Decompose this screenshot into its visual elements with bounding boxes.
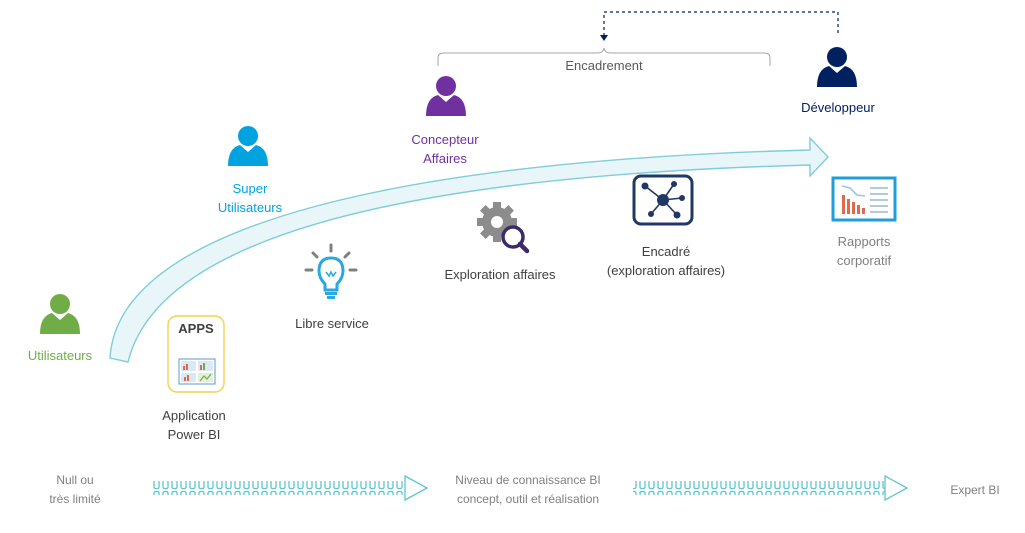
encadrement-label: Encadrement (565, 58, 643, 73)
report-chart-icon (831, 176, 897, 222)
apps-icon (167, 315, 225, 393)
exploration-affaires-label: Exploration affaires (444, 267, 556, 282)
lightbulb-icon (304, 243, 358, 299)
apps-badge-label: APPS (178, 321, 214, 336)
utilisateurs-person-icon (40, 294, 80, 334)
network-icon (632, 174, 694, 226)
application-power-bi-label: Application Power BI (162, 408, 226, 442)
super-utilisateurs-label: Super Utilisateurs (217, 181, 283, 215)
concepteur-person-icon (426, 76, 466, 116)
scale-middle-label: Niveau de connaissance BI concept, outil… (455, 473, 601, 506)
developpeur-label: Développeur (801, 100, 875, 115)
super-utilisateurs-person-icon (228, 126, 268, 166)
scale-arrow-left (153, 474, 429, 502)
scale-left-label: Null ou très limité (49, 473, 101, 506)
libre-service-label: Libre service (295, 316, 369, 331)
gear-search-icon (477, 202, 530, 254)
scale-arrow-right (633, 474, 909, 502)
concepteur-affaires-label: Concepteur Affaires (411, 132, 479, 166)
progression-arrow (109, 136, 829, 363)
encadre-label: Encadré (exploration affaires) (606, 244, 726, 278)
utilisateurs-label: Utilisateurs (27, 348, 93, 363)
encadrement-connector (603, 11, 839, 36)
connector-arrowhead (600, 35, 608, 41)
encadrement-brace (437, 47, 771, 66)
scale-right-label: Expert BI (950, 483, 1000, 497)
rapports-corporatif-label: Rapports corporatif (836, 234, 892, 268)
developpeur-person-icon (817, 47, 857, 87)
